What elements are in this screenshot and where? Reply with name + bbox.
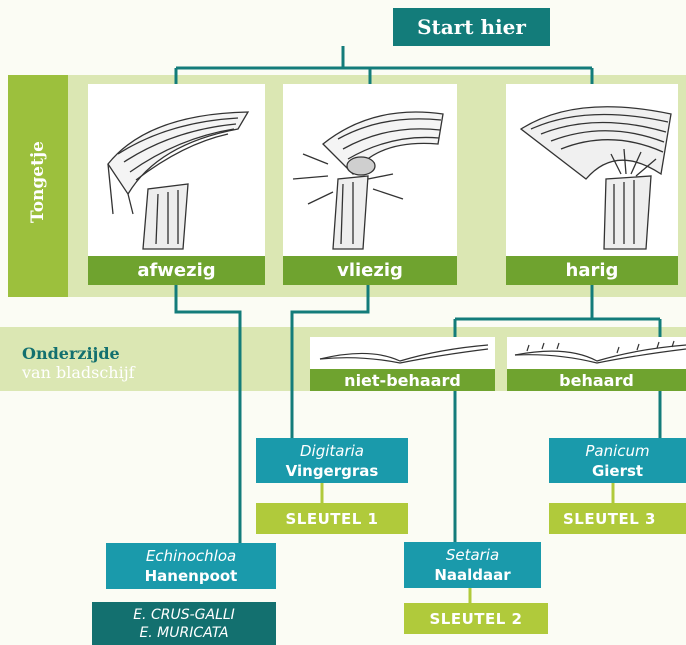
grass-vliezig-icon <box>292 111 444 250</box>
option-vliezig[interactable]: vliezig <box>283 256 457 285</box>
result-panicum[interactable]: Panicum Gierst <box>549 438 686 483</box>
species-muricata: E. MURICATA <box>139 624 229 641</box>
card-harig <box>506 84 678 256</box>
result-setaria[interactable]: Setaria Naaldaar <box>404 542 541 588</box>
setaria-genus: Setaria <box>445 546 500 564</box>
species-crus-galli: E. CRUS-GALLI <box>133 606 235 623</box>
panicum-genus: Panicum <box>585 441 650 460</box>
grass-afwezig-icon <box>107 111 250 250</box>
panicum-common: Gierst <box>591 461 644 480</box>
option-behaard[interactable]: behaard <box>507 369 686 391</box>
tongetje-label-bar: Tongetje <box>8 75 68 297</box>
card-afwezig <box>88 84 265 256</box>
digitaria-common: Vingergras <box>285 461 379 480</box>
result-digitaria[interactable]: Digitaria Vingergras <box>256 438 408 483</box>
leaf-hairy-icon <box>514 340 686 364</box>
start-box: Start hier <box>393 8 550 46</box>
card-vliezig <box>283 84 457 256</box>
onderzijde-title-line2: van bladschijf <box>22 363 135 382</box>
echinochloa-genus: Echinochloa <box>145 547 237 565</box>
option-harig[interactable]: harig <box>506 256 678 285</box>
option-afwezig[interactable]: afwezig <box>88 256 265 285</box>
onderzijde-title: Onderzijde van bladschijf <box>22 344 242 382</box>
key-3[interactable]: SLEUTEL 3 <box>549 503 686 534</box>
echinochloa-species[interactable]: E. CRUS-GALLI E. MURICATA <box>92 602 276 645</box>
card-niet-behaard <box>310 337 495 369</box>
echinochloa-common: Hanenpoot <box>144 567 238 585</box>
leaf-smooth-icon <box>319 344 489 364</box>
option-niet-behaard[interactable]: niet-behaard <box>310 369 495 391</box>
grass-harig-icon <box>519 106 672 250</box>
key-2[interactable]: SLEUTEL 2 <box>404 603 548 634</box>
key-1[interactable]: SLEUTEL 1 <box>256 503 408 534</box>
result-echinochloa[interactable]: Echinochloa Hanenpoot <box>106 543 276 589</box>
digitaria-genus: Digitaria <box>299 441 364 460</box>
setaria-common: Naaldaar <box>434 566 511 584</box>
card-behaard <box>507 337 686 369</box>
onderzijde-title-line1: Onderzijde <box>22 344 120 363</box>
